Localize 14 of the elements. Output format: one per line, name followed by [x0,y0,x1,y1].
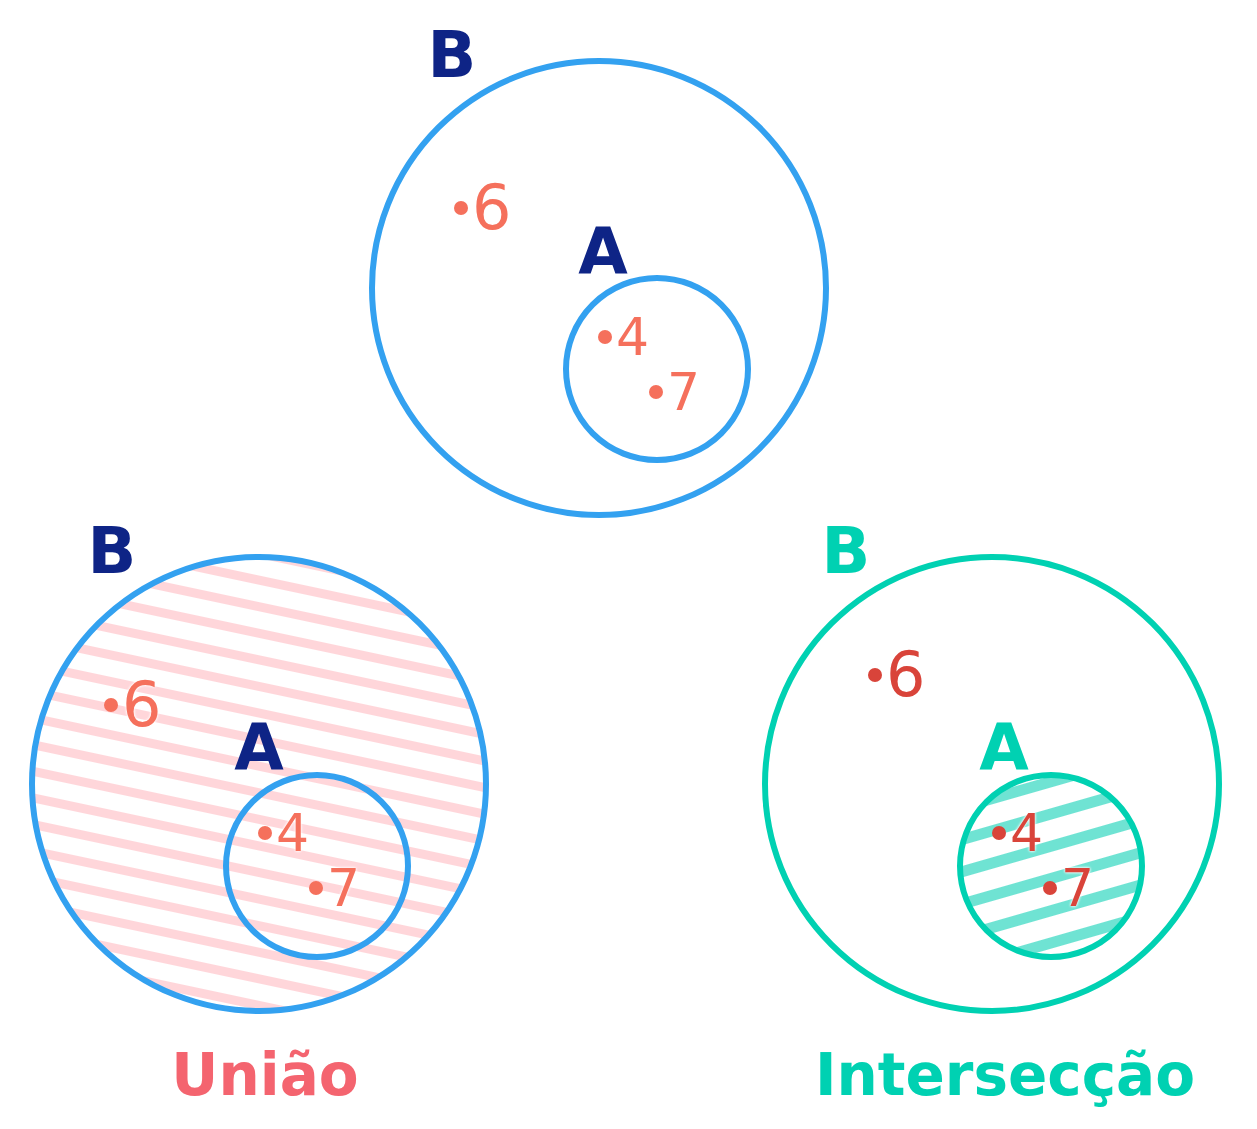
set-name: B [427,23,477,87]
element-number: 6 [886,644,926,706]
set-name: B [821,519,871,583]
element-number: 4 [616,311,650,363]
set-name: A [979,716,1029,780]
operation-caption: União [171,1046,359,1104]
set-name: B [87,519,137,583]
element-number: 7 [667,366,701,418]
element-number: 6 [472,177,512,239]
set-name: A [578,220,628,284]
element-number: 6 [122,674,162,736]
element-number: 7 [327,862,361,914]
element-number: 4 [276,807,310,859]
set-name: A [234,716,284,780]
